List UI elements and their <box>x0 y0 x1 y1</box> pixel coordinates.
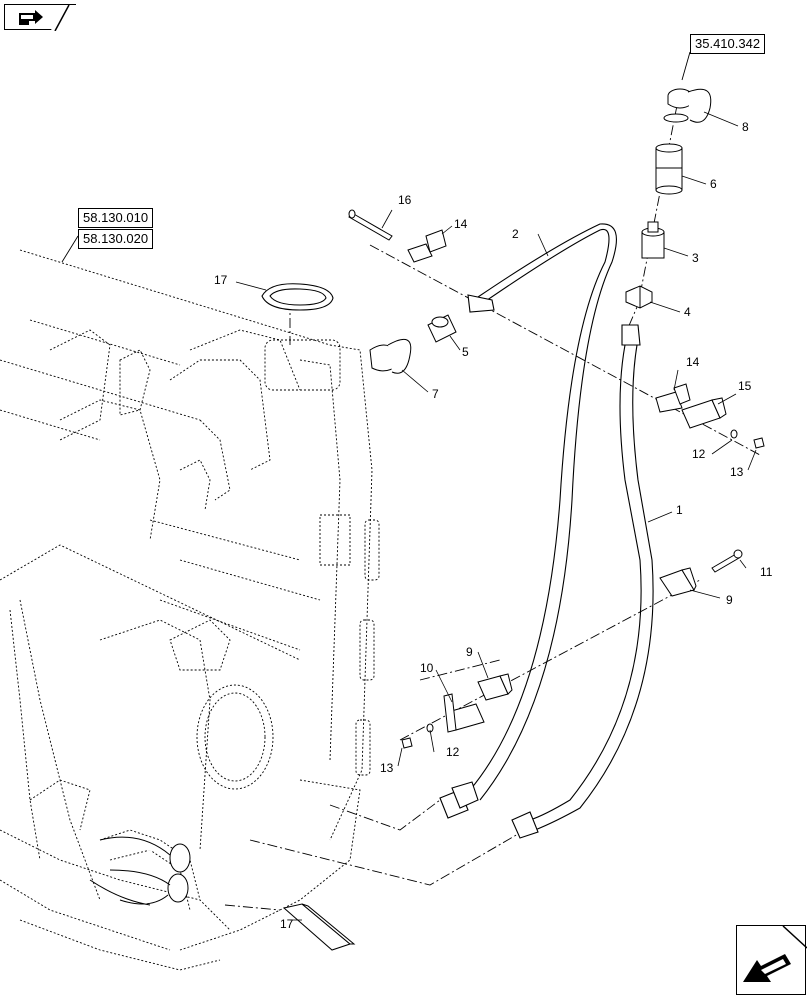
callout-9-left[interactable]: 9 <box>466 645 473 659</box>
reference-leaders <box>61 51 691 263</box>
assembly-centerlines <box>224 89 761 911</box>
hose-2 <box>439 223 617 819</box>
part-17-grommet <box>261 283 334 311</box>
part-4-nut <box>625 285 653 309</box>
callout-11[interactable]: 11 <box>760 565 773 579</box>
callout-2[interactable]: 2 <box>512 227 519 241</box>
part-3-adapter <box>641 221 665 259</box>
callout-14-right[interactable]: 14 <box>686 355 700 369</box>
frame-couplings <box>89 836 191 906</box>
callout-3[interactable]: 3 <box>692 251 699 265</box>
part-9-clamps <box>477 567 697 701</box>
callout-17-top[interactable]: 17 <box>214 273 228 287</box>
part-5-plug <box>427 314 457 343</box>
part-14-clamps <box>407 229 691 413</box>
callout-12-left[interactable]: 12 <box>446 745 460 759</box>
reference-box-top-right[interactable]: 35.410.342 <box>690 34 766 54</box>
callout-10[interactable]: 10 <box>420 661 434 675</box>
machine-frame <box>0 249 380 971</box>
callout-12-right[interactable]: 12 <box>692 447 706 461</box>
next-page-button[interactable] <box>736 925 808 995</box>
callout-4[interactable]: 4 <box>684 305 691 319</box>
page-forward-icon <box>743 925 808 982</box>
callout-labels: 8 6 3 4 5 7 2 16 14 17 14 15 12 13 1 11 … <box>214 120 773 931</box>
reference-box-left-b[interactable]: 58.130.020 <box>78 229 154 249</box>
part-7-dust-cap <box>369 338 412 374</box>
callout-13-left[interactable]: 13 <box>380 761 394 775</box>
washers-and-nuts <box>401 429 765 749</box>
callout-8[interactable]: 8 <box>742 120 749 134</box>
callout-5[interactable]: 5 <box>462 345 469 359</box>
bolts <box>348 209 743 573</box>
part-17-edge-protector <box>282 903 356 951</box>
callout-17-bottom[interactable]: 17 <box>280 917 294 931</box>
callout-6[interactable]: 6 <box>710 177 717 191</box>
callout-leaders <box>235 111 757 921</box>
prev-page-button[interactable] <box>4 4 77 32</box>
part-10-plate <box>443 693 485 733</box>
callout-9-right[interactable]: 9 <box>726 593 733 607</box>
callout-15[interactable]: 15 <box>738 379 752 393</box>
callout-13-right[interactable]: 13 <box>730 465 744 479</box>
part-6-coupler <box>655 143 683 195</box>
part-15-plate <box>681 397 727 429</box>
reference-box-left-a[interactable]: 58.130.010 <box>78 208 154 228</box>
callout-1[interactable]: 1 <box>676 503 683 517</box>
callout-16[interactable]: 16 <box>398 193 412 207</box>
page-back-icon <box>19 4 77 32</box>
callout-7[interactable]: 7 <box>432 387 439 401</box>
tube-1 <box>511 324 654 839</box>
callout-14-top[interactable]: 14 <box>454 217 468 231</box>
part-8-dust-cap <box>663 88 712 123</box>
